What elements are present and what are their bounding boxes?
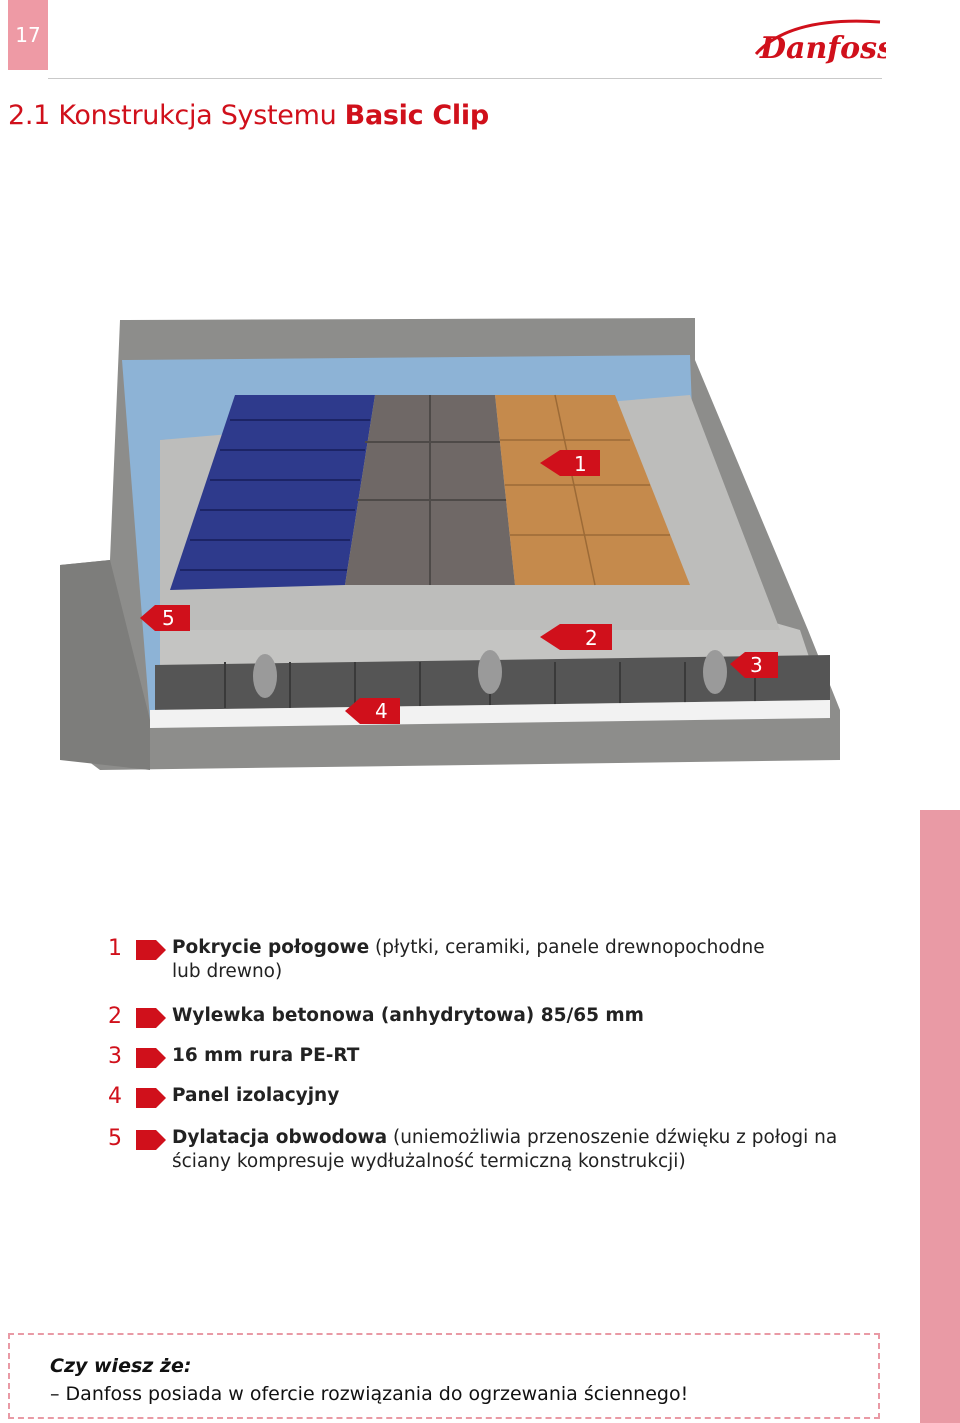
header-divider	[48, 78, 882, 79]
legend-number: 5	[108, 1126, 122, 1151]
callout-label-4: 4	[375, 699, 388, 723]
floor-construction-illustration: 1 2 3 4 5	[60, 318, 840, 770]
callout-3	[730, 652, 778, 678]
callout-2	[540, 624, 612, 650]
callout-label-5: 5	[162, 606, 175, 630]
legend-arrow-icon	[136, 940, 166, 960]
callout-label-1: 1	[574, 452, 587, 476]
legend-text: 16 mm rura PE-RT	[172, 1045, 360, 1066]
side-accent-bar	[920, 810, 960, 1423]
callout-4	[345, 698, 400, 724]
title-bold: Basic Clip	[344, 100, 489, 131]
legend-number: 2	[108, 1004, 122, 1029]
logo-text: Danfoss	[759, 31, 886, 66]
legend-number: 3	[108, 1044, 122, 1069]
legend-arrow-icon	[136, 1130, 166, 1150]
callout-5	[140, 605, 190, 631]
legend-text: Wylewka betonowa (anhydrytowa) 85/65 mm	[172, 1005, 644, 1026]
danfoss-logo: Danfoss	[754, 19, 886, 66]
did-you-know-box: Czy wiesz że: – Danfoss posiada w oferci…	[8, 1333, 880, 1419]
legend-arrow-icon	[136, 1088, 166, 1108]
note-title: Czy wiesz że:	[50, 1355, 192, 1377]
legend-text: Panel izolacyjny	[172, 1085, 340, 1106]
note-text: – Danfoss posiada w ofercie rozwiązania …	[50, 1383, 689, 1405]
legend-text: Pokrycie połogowe (płytki, ceramiki, pan…	[172, 937, 765, 982]
legend-number: 4	[108, 1084, 122, 1109]
legend-text: Dylatacja obwodowa (uniemożliwia przenos…	[172, 1127, 838, 1172]
page-title: 2.1 Konstrukcja Systemu Basic Clip	[8, 100, 489, 131]
callout-label-3: 3	[750, 653, 763, 677]
legend-arrow-icon	[136, 1008, 166, 1028]
callout-label-2: 2	[585, 626, 598, 650]
legend-arrow-icon	[136, 1048, 166, 1068]
title-prefix: 2.1 Konstrukcja Systemu	[8, 100, 345, 131]
legend-number: 1	[108, 936, 122, 961]
callout-1	[540, 450, 600, 476]
page-number: 17	[8, 0, 48, 70]
